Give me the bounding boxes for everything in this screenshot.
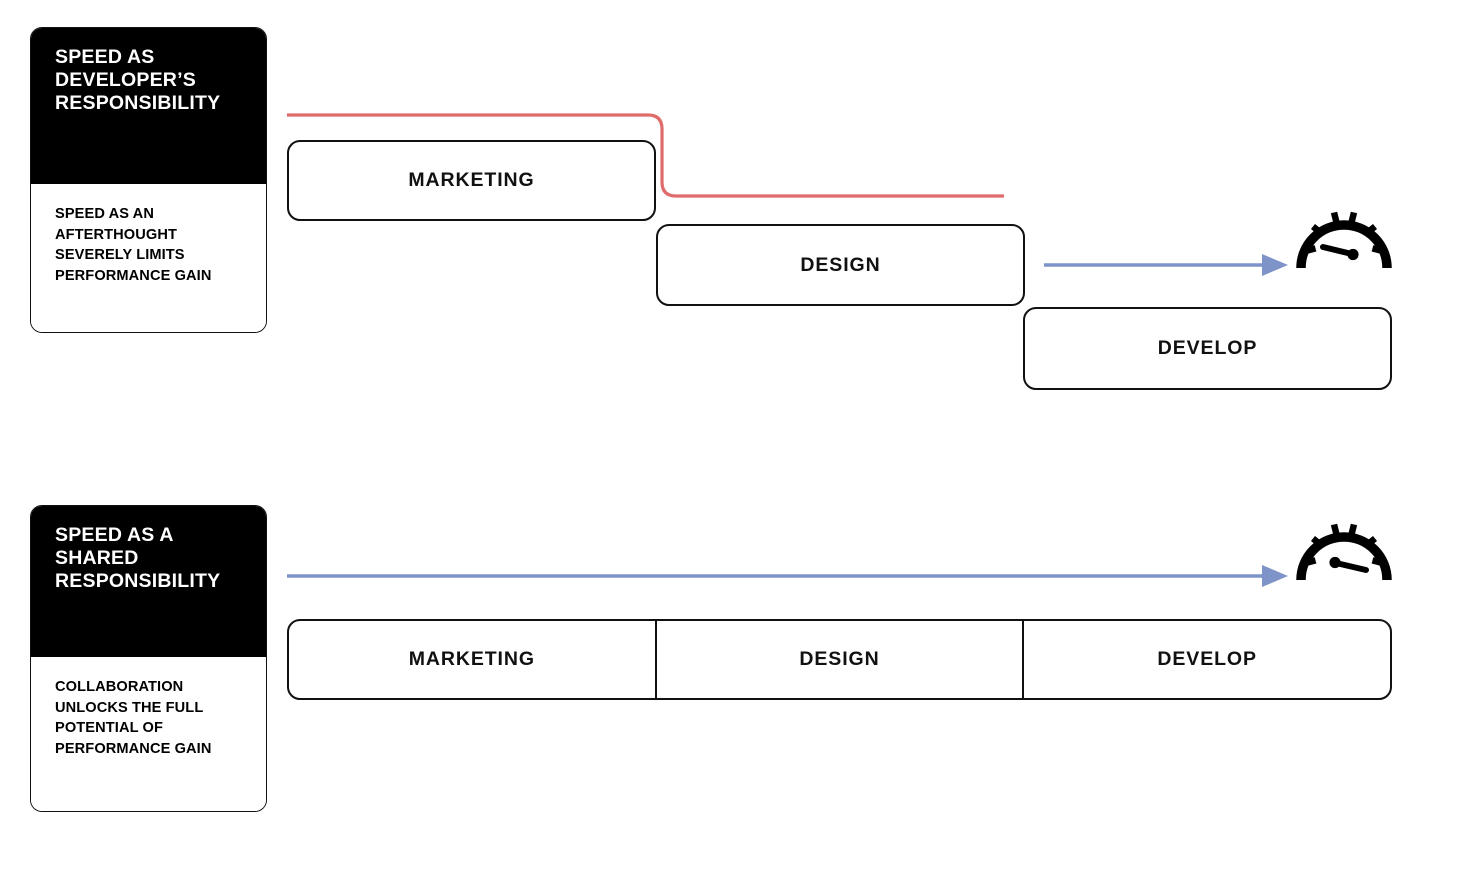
card-body-shared: COLLABORATION UNLOCKS THE FULL POTENTIAL… <box>31 657 266 811</box>
phase-label-design-staggered: DESIGN <box>800 253 881 276</box>
phase-label-develop-shared: DEVELOP <box>1157 648 1257 670</box>
card-speed-as-shared-responsibility: SPEED AS A SHARED RESPONSIBILITY COLLABO… <box>30 505 267 812</box>
gauge-needle-fast <box>1333 560 1369 573</box>
card-heading-shared: SPEED AS A SHARED RESPONSIBILITY <box>55 524 221 592</box>
phase-label-design-shared: DESIGN <box>799 648 880 670</box>
unified-phase-bar: MARKETING DESIGN DEVELOP <box>287 619 1392 700</box>
phase-label-marketing-shared: MARKETING <box>408 648 535 670</box>
speedometer-icon-fast <box>1296 523 1392 581</box>
blue-arrow-head-staggered <box>1262 254 1288 276</box>
phase-label-develop-staggered: DEVELOP <box>1157 337 1258 359</box>
card-speed-as-developers-responsibility: SPEED AS DEVELOPER’S RESPONSIBILITY SPEE… <box>30 27 267 333</box>
phase-box-develop-shared[interactable]: DEVELOP <box>1022 621 1390 698</box>
card-header-staggered: SPEED AS DEVELOPER’S RESPONSIBILITY <box>31 28 266 184</box>
blue-arrow-shared <box>287 565 1288 587</box>
card-body-staggered: SPEED AS AN AFTERTHOUGHT SEVERELY LIMITS… <box>31 184 266 332</box>
phase-box-marketing-staggered[interactable]: MARKETING <box>287 140 656 221</box>
blue-arrow-head-shared <box>1262 565 1288 587</box>
gauge-hub-fast <box>1329 556 1341 569</box>
gauge-ticks-slow <box>1304 211 1384 255</box>
card-body-text-staggered: SPEED AS AN AFTERTHOUGHT SEVERELY LIMITS… <box>55 206 212 285</box>
blue-arrow-staggered <box>1044 254 1288 276</box>
gauge-needle-slow <box>1320 244 1355 257</box>
card-header-shared: SPEED AS A SHARED RESPONSIBILITY <box>31 506 266 657</box>
gauge-ticks-fast <box>1304 523 1384 567</box>
phase-box-marketing-shared[interactable]: MARKETING <box>289 621 655 698</box>
speedometer-icon-slow <box>1296 211 1392 269</box>
card-body-text-shared: COLLABORATION UNLOCKS THE FULL POTENTIAL… <box>55 679 212 758</box>
phase-label-marketing-staggered: MARKETING <box>408 169 535 191</box>
gauge-hub-slow <box>1347 248 1359 261</box>
phase-box-design-shared[interactable]: DESIGN <box>654 621 1023 698</box>
phase-box-develop-staggered[interactable]: DEVELOP <box>1023 307 1392 390</box>
card-heading-staggered: SPEED AS DEVELOPER’S RESPONSIBILITY <box>55 46 221 114</box>
phase-box-design-staggered[interactable]: DESIGN <box>656 224 1025 306</box>
